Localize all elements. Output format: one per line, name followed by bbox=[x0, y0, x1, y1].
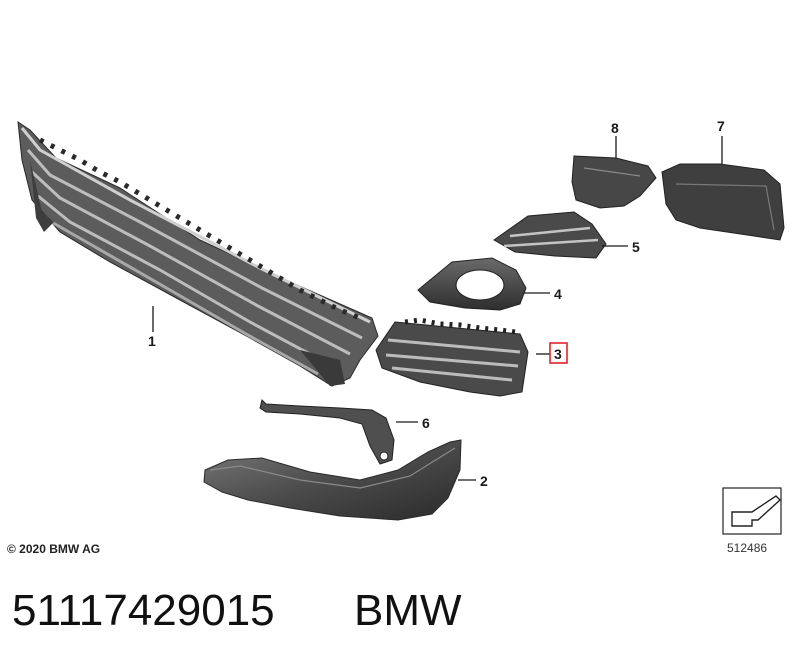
part-5-small-grille bbox=[493, 211, 607, 259]
part-number: 51117429015 bbox=[12, 586, 275, 635]
reference-arrow-icon bbox=[722, 487, 782, 535]
callout-1[interactable]: 1 bbox=[148, 333, 156, 349]
callout-8[interactable]: 8 bbox=[611, 120, 619, 136]
part-8-bracket bbox=[571, 155, 657, 209]
part-2-lower-trim bbox=[203, 439, 462, 521]
brand-name: BMW bbox=[354, 586, 462, 635]
callout-7[interactable]: 7 bbox=[717, 118, 725, 134]
callout-3[interactable]: 3 bbox=[554, 346, 562, 362]
part-4-fog-bezel bbox=[417, 257, 527, 311]
callout-5[interactable]: 5 bbox=[632, 239, 640, 255]
highlight-box bbox=[549, 342, 568, 364]
part-1-center-grille bbox=[17, 120, 379, 387]
copyright-notice: © 2020 BMW AG bbox=[7, 542, 101, 556]
callout-4[interactable]: 4 bbox=[554, 286, 562, 302]
leader-lines bbox=[152, 136, 723, 481]
part-6-accent-strip bbox=[259, 399, 395, 465]
diagram-reference-number: 512486 bbox=[727, 541, 768, 555]
part-3-side-grille bbox=[375, 317, 529, 397]
callout-6[interactable]: 6 bbox=[422, 415, 430, 431]
callout-2[interactable]: 2 bbox=[480, 473, 488, 489]
part-7-air-duct bbox=[661, 163, 785, 241]
